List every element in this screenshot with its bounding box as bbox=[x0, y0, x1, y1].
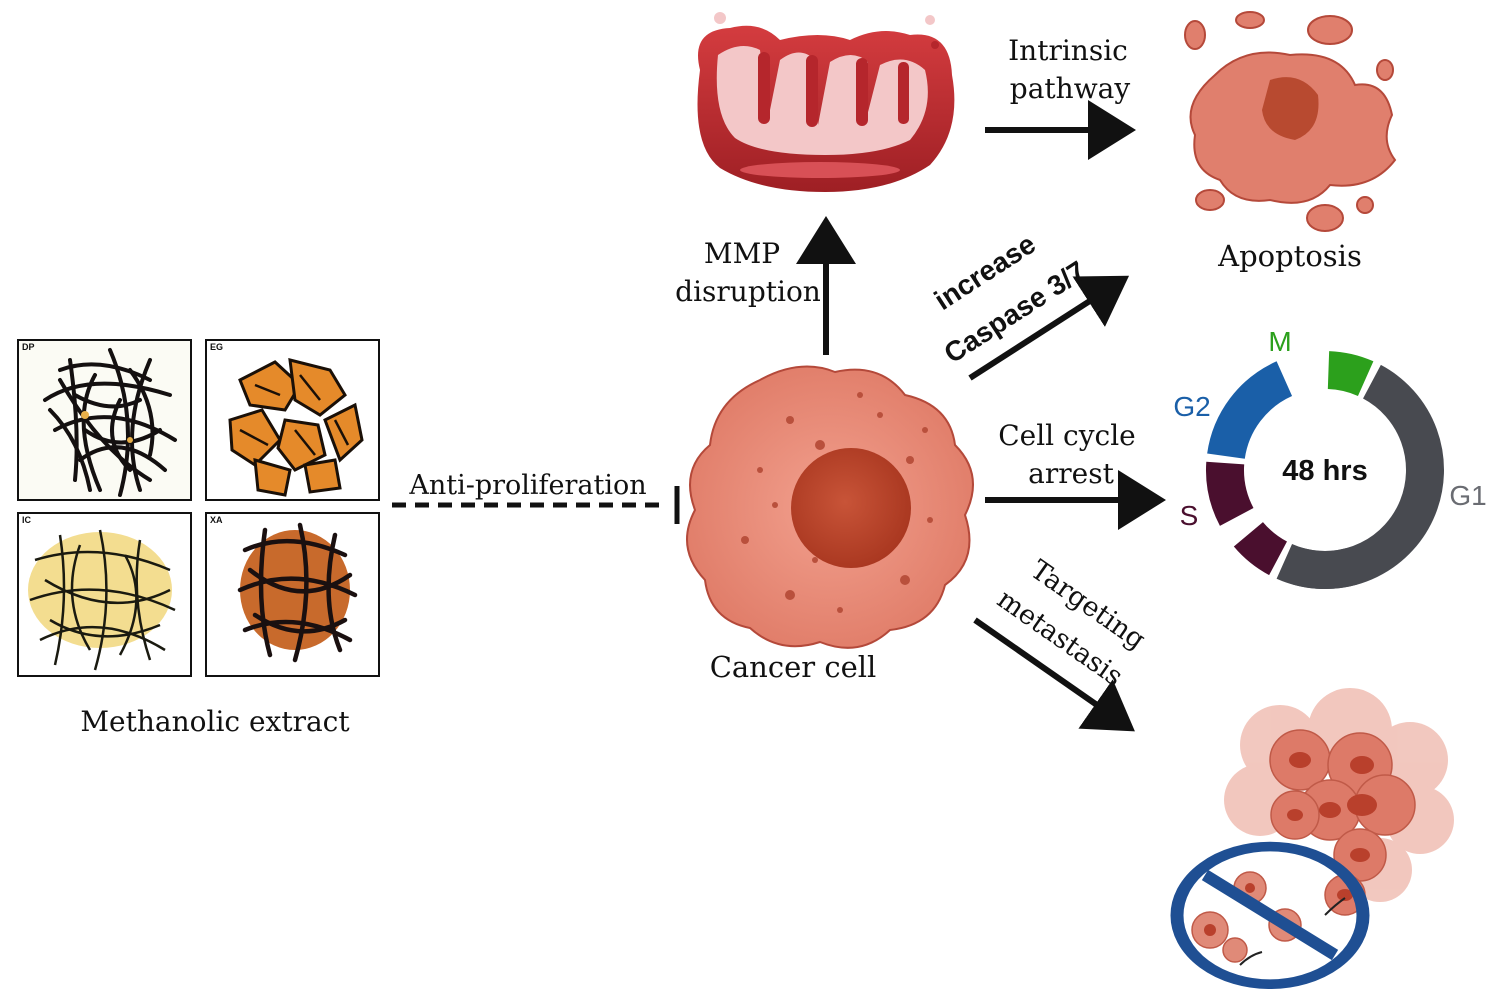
cycle-arc-m bbox=[1327, 351, 1374, 397]
cycle-arc-g1 bbox=[1276, 543, 1358, 589]
extract-panel-dp bbox=[17, 339, 192, 501]
extract-caption: Methanolic extract bbox=[80, 705, 350, 738]
extract-panel-grid bbox=[17, 339, 380, 677]
anti-proliferation-label: Anti-proliferation bbox=[408, 470, 646, 501]
prohibition-sign-icon bbox=[1170, 841, 1370, 989]
metastasis-cluster-icon bbox=[1224, 688, 1454, 916]
extract-panel-eg bbox=[205, 339, 380, 501]
cancer-cell-label: Cancer cell bbox=[710, 650, 877, 684]
phase-label-g1: G1 bbox=[1449, 480, 1486, 511]
phase-label-g2: G2 bbox=[1173, 391, 1210, 422]
cycle-arc-s bbox=[1233, 521, 1288, 576]
mmp-label-line1: MMP bbox=[704, 237, 780, 270]
panel-tag-ic: IC bbox=[22, 515, 32, 525]
panel-tag-xa: XA bbox=[210, 515, 223, 525]
cell-cycle-center-label: 48 hrs bbox=[1282, 455, 1367, 487]
dark-fibrous-extract-icon bbox=[43, 348, 177, 497]
panel-tag-eg: EG bbox=[210, 342, 223, 352]
cell-cycle-label-line1: Cell cycle bbox=[998, 419, 1136, 452]
arrow-caspase bbox=[968, 275, 1130, 381]
cancer-cell-icon bbox=[686, 365, 974, 649]
cell-cycle-label-line2: arrest bbox=[1028, 457, 1114, 490]
phase-label-s: S bbox=[1180, 500, 1199, 531]
extract-panel-ic bbox=[17, 512, 192, 677]
yellow-fibrous-extract-icon bbox=[28, 529, 176, 671]
apoptosis-label: Apoptosis bbox=[1217, 239, 1362, 273]
intrinsic-label-line2: pathway bbox=[1010, 72, 1131, 105]
cycle-arc-s bbox=[1206, 461, 1254, 526]
orange-chunk-extract-icon bbox=[228, 358, 364, 497]
intrinsic-label-line1: Intrinsic bbox=[1008, 34, 1128, 67]
cycle-arc-g2 bbox=[1207, 361, 1293, 460]
inhibition-connector bbox=[392, 486, 680, 524]
mitochondrion-icon bbox=[697, 12, 955, 193]
extract-panel-xa bbox=[205, 512, 380, 677]
panel-tag-dp: DP bbox=[22, 342, 35, 352]
mmp-label-line2: disruption bbox=[675, 275, 821, 308]
arrow-metastasis bbox=[973, 617, 1135, 732]
brown-fibrous-extract-icon bbox=[237, 522, 358, 663]
phase-label-m: M bbox=[1268, 326, 1291, 357]
cell-cycle-ring bbox=[1206, 351, 1444, 589]
apoptotic-cell-icon bbox=[1184, 11, 1397, 232]
